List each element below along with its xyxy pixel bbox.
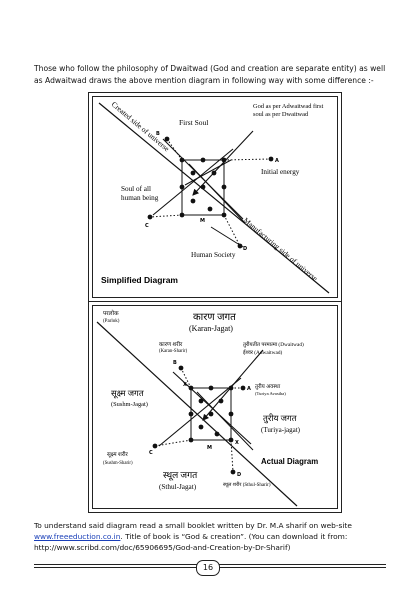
point-label-c-actual: C — [149, 450, 153, 456]
god-arrow — [192, 130, 254, 196]
label-sukshm-jagat-hi: सूक्ष्म जगत — [111, 388, 144, 399]
page-number: 16 — [196, 560, 220, 576]
point-label-a-actual: A — [247, 386, 251, 392]
label-god-line2: soul as per Dwaitwad — [253, 111, 309, 118]
point-label-m: M — [200, 218, 205, 224]
point-label-x-left: X — [183, 382, 187, 388]
dotted-line-d — [223, 214, 241, 247]
label-karan-sharir-hi: कारण शरीर — [159, 340, 183, 348]
point-label-b-actual: B — [173, 360, 177, 366]
diagram-points-actual — [152, 365, 246, 475]
dotted-line-actual-c — [154, 439, 192, 447]
label-karan-sharir-en: (Karan-Sharir) — [159, 349, 188, 354]
actual-diagram-border — [88, 301, 342, 513]
point-label-d-actual: D — [237, 472, 241, 478]
label-sukshm-jagat-en: (Sushm-Jagat) — [111, 401, 148, 408]
dotted-line-a — [223, 158, 272, 161]
label-turiya-jagat-en: (Turiya-jagat) — [261, 426, 301, 434]
diag-line-c — [152, 148, 234, 216]
label-manufacturing-side: Manufacturing side of universe — [242, 216, 320, 284]
diag-line-actual-2 — [158, 377, 242, 447]
label-karan-jagat-en: (Karan-Jagat) — [189, 324, 233, 333]
point-label-b: B — [156, 131, 160, 137]
footer-line1: To understand said diagram read a small … — [34, 521, 352, 530]
footer-line2: . Title of book is “God & creation”. (Yo… — [120, 532, 348, 541]
simplified-diagram-title: Simplified Diagram — [101, 275, 178, 285]
point-label-m-actual: M — [207, 445, 212, 451]
diag-line-inner — [188, 163, 246, 224]
label-sukshm-sharir-en: (Sushm-Sharir) — [103, 461, 133, 466]
label-god-line1: God as per Adwaitwad first — [253, 103, 324, 110]
label-adwaitwad: ईश्वर (Adwaitwad) — [243, 349, 282, 356]
diagram-points — [147, 136, 274, 249]
label-dwaitwad: तुरीयतीत परमात्मा (Dwaitwad) — [243, 341, 304, 348]
actual-diagram-title: Actual Diagram — [261, 457, 318, 466]
label-human-society: Human Society — [191, 251, 236, 259]
label-turiya-jagat-hi: तुरीय जगत — [263, 413, 297, 424]
simplified-diagram-svg: Created side of universe Manufacturing s… — [98, 100, 330, 294]
diag-line-inner2 — [184, 159, 232, 186]
diag-line-actual-3 — [196, 391, 254, 451]
label-soul-all-1: Soul of all — [121, 185, 151, 193]
dotted-line-actual-b — [180, 367, 192, 389]
actual-diagram: परलोक (Parlok) कारण जगत (Karan-Jagat) का… — [92, 305, 338, 509]
main-diagonal-line — [98, 102, 330, 294]
point-label-x-right: X — [235, 440, 239, 446]
intro-paragraph: Those who follow the philosophy of Dwait… — [34, 64, 386, 85]
label-parlok-en: (Parlok) — [103, 319, 120, 324]
label-turiya-avastha-en: (Turiya Avastha) — [255, 391, 286, 396]
label-karan-jagat-hi: कारण जगत — [193, 312, 236, 323]
point-label-d: D — [243, 246, 247, 252]
label-sthul-jagat-en: (Sthul-Jagat) — [159, 483, 197, 491]
footer-url: http://www.scribd.com/doc/65906695/God-a… — [34, 543, 291, 552]
label-sthul-sharir: स्थूल शरीर (Sthul-Sharir) — [223, 481, 271, 488]
label-initial-energy: Initial energy — [261, 168, 300, 176]
dotted-line-actual-d — [230, 439, 234, 473]
website-link[interactable]: www.freeeduction.co.in — [34, 532, 121, 541]
dotted-line-b — [166, 138, 183, 161]
dotted-line-c — [149, 214, 183, 218]
actual-diagram-svg: परलोक (Parlok) कारण जगत (Karan-Jagat) का… — [96, 309, 318, 507]
diag-line-d — [210, 226, 244, 248]
label-sthul-jagat-hi: स्थूल जगत — [163, 470, 198, 481]
footer-paragraph: To understand said diagram read a small … — [34, 520, 390, 553]
point-label-c: C — [145, 223, 149, 229]
label-sukshm-sharir-hi: सूक्ष्म शरीर — [107, 450, 129, 458]
label-turiya-avastha-hi: तुरीय अवस्था — [255, 383, 281, 390]
label-parlok-hi: परलोक — [103, 309, 119, 317]
label-first-soul: First Soul — [179, 118, 208, 127]
label-created-side: Created side of universe — [110, 100, 172, 154]
label-soul-all-2: human being — [121, 194, 159, 202]
simplified-diagram: Created side of universe Manufacturing s… — [92, 96, 338, 298]
point-label-a: A — [275, 158, 279, 164]
